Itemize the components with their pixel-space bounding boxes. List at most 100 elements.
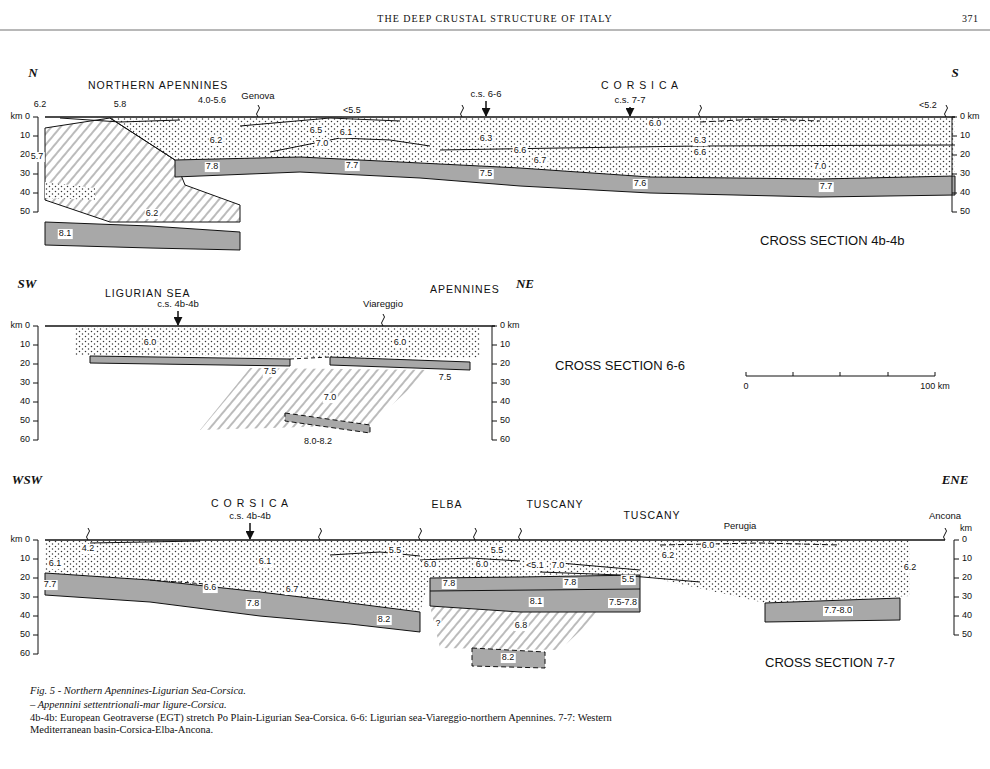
- velocity-value: 7.7: [819, 182, 834, 192]
- axis-tick-mark: [33, 597, 38, 598]
- velocity-value: 8.1: [58, 229, 73, 239]
- velocity-value: 6.7: [533, 156, 548, 166]
- axis-tick-mark: [33, 174, 38, 175]
- axis-tick: km: [960, 524, 972, 534]
- velocity-value: 6.3: [479, 134, 494, 144]
- axis-tick-mark: [33, 654, 38, 655]
- surface-mark: [87, 528, 90, 540]
- scale-tick: [840, 372, 841, 376]
- axis-tick-mark: [952, 174, 957, 175]
- velocity-value: 7.8: [205, 162, 220, 172]
- axis-tick-mark: [33, 440, 38, 441]
- axis-tick-mark: [33, 136, 38, 137]
- axis-tick: km 0: [10, 112, 30, 122]
- surface-mark: [319, 528, 322, 540]
- axis-tick: 40: [20, 611, 30, 621]
- axis-tick: 20: [960, 150, 970, 160]
- direction-letter: SW: [18, 277, 37, 291]
- axis-tick-mark: [492, 345, 497, 346]
- place-name: TUSCANY: [526, 499, 583, 511]
- axis-tick: 10: [500, 340, 510, 350]
- axis-tick-mark: [492, 402, 497, 403]
- axis-tick-mark: [952, 136, 957, 137]
- axis-tick: 10: [20, 554, 30, 564]
- axis-tick-mark: [33, 345, 38, 346]
- axis-line: [954, 540, 955, 635]
- velocity-value: 7.0: [813, 162, 828, 172]
- velocity-value: 6.1: [339, 128, 354, 138]
- surface-mark: [699, 105, 702, 117]
- velocity-value: 7.6: [633, 179, 648, 189]
- velocity-value: 7.8: [246, 599, 261, 609]
- axis-tick: 30: [960, 169, 970, 179]
- axis-tick: 20: [20, 359, 30, 369]
- velocity-value: 7.5: [479, 169, 494, 179]
- place-name: ELBA: [432, 499, 463, 511]
- axis-tick: km 0: [10, 321, 30, 331]
- surface-line: [45, 325, 495, 327]
- axis-tick-mark: [33, 402, 38, 403]
- velocity-value: 5.5: [490, 546, 505, 556]
- axis-tick-mark: [954, 616, 959, 617]
- velocity-value: 4.0-5.6: [197, 96, 227, 106]
- axis-line: [38, 540, 39, 654]
- velocity-value: 6.3: [693, 136, 708, 146]
- velocity-value: 5.5: [388, 546, 403, 556]
- axis-tick: 20: [20, 150, 30, 160]
- axis-tick: 40: [20, 397, 30, 407]
- mantle-band: [45, 222, 240, 250]
- axis-tick-mark: [33, 421, 38, 422]
- mantle-band: [472, 648, 545, 668]
- place-label: Perugia: [724, 521, 757, 531]
- direction-letter: ENE: [942, 473, 969, 487]
- direction-letter: NE: [516, 277, 534, 291]
- velocity-value: 6.2: [33, 100, 48, 110]
- header-rule: [0, 30, 990, 31]
- velocity-value: 6.2: [903, 563, 918, 573]
- velocity-value: 7.8: [442, 579, 457, 589]
- surface-mark: [944, 528, 947, 540]
- place-name: APENNINES: [430, 284, 500, 296]
- axis-tick: 50: [500, 416, 510, 426]
- axis-tick: 60: [500, 435, 510, 445]
- axis-tick: 100 km: [920, 382, 950, 392]
- velocity-value: 6.6: [203, 583, 218, 593]
- place-name: C O R S I C A: [601, 80, 679, 92]
- caption-text: 4b-4b: European Geotraverse (EGT) stretc…: [30, 712, 670, 735]
- place-name: TUSCANY: [623, 510, 680, 522]
- velocity-value: <5.5: [342, 106, 362, 116]
- axis-tick: 0: [962, 535, 967, 545]
- axis-tick: 40: [500, 397, 510, 407]
- scale-tick: [888, 372, 889, 376]
- section-title: CROSS SECTION 6-6: [555, 359, 685, 373]
- velocity-value: 7.5: [263, 367, 278, 377]
- axis-tick-mark: [33, 383, 38, 384]
- axis-tick: 10: [960, 131, 970, 141]
- place-label: Viareggio: [363, 299, 403, 309]
- velocity-value: 7.7: [345, 161, 360, 171]
- axis-tick-mark: [33, 193, 38, 194]
- axis-tick-mark: [954, 635, 959, 636]
- mantle-band: [430, 575, 640, 612]
- layer-boundary: [290, 357, 330, 359]
- velocity-value: 6.0: [701, 541, 716, 551]
- velocity-value: 7.8: [563, 578, 578, 588]
- velocity-value: 5.5: [621, 575, 636, 585]
- velocity-value: 6.8: [514, 621, 529, 631]
- axis-tick-mark: [492, 440, 497, 441]
- layer-boundary: [270, 138, 430, 152]
- velocity-value: 6.2: [661, 551, 676, 561]
- velocity-value: 7.7: [43, 580, 58, 590]
- axis-tick: 10: [20, 131, 30, 141]
- axis-tick: 40: [962, 611, 972, 621]
- axis-tick: 0 km: [500, 321, 520, 331]
- velocity-value: 7.7-8.0: [823, 606, 853, 616]
- surface-mark: [461, 105, 464, 117]
- velocity-value: 6.2: [145, 209, 160, 219]
- section-marker: [177, 311, 179, 325]
- surface-mark: [945, 105, 948, 117]
- axis-tick-mark: [492, 364, 497, 365]
- axis-tick: 30: [20, 592, 30, 602]
